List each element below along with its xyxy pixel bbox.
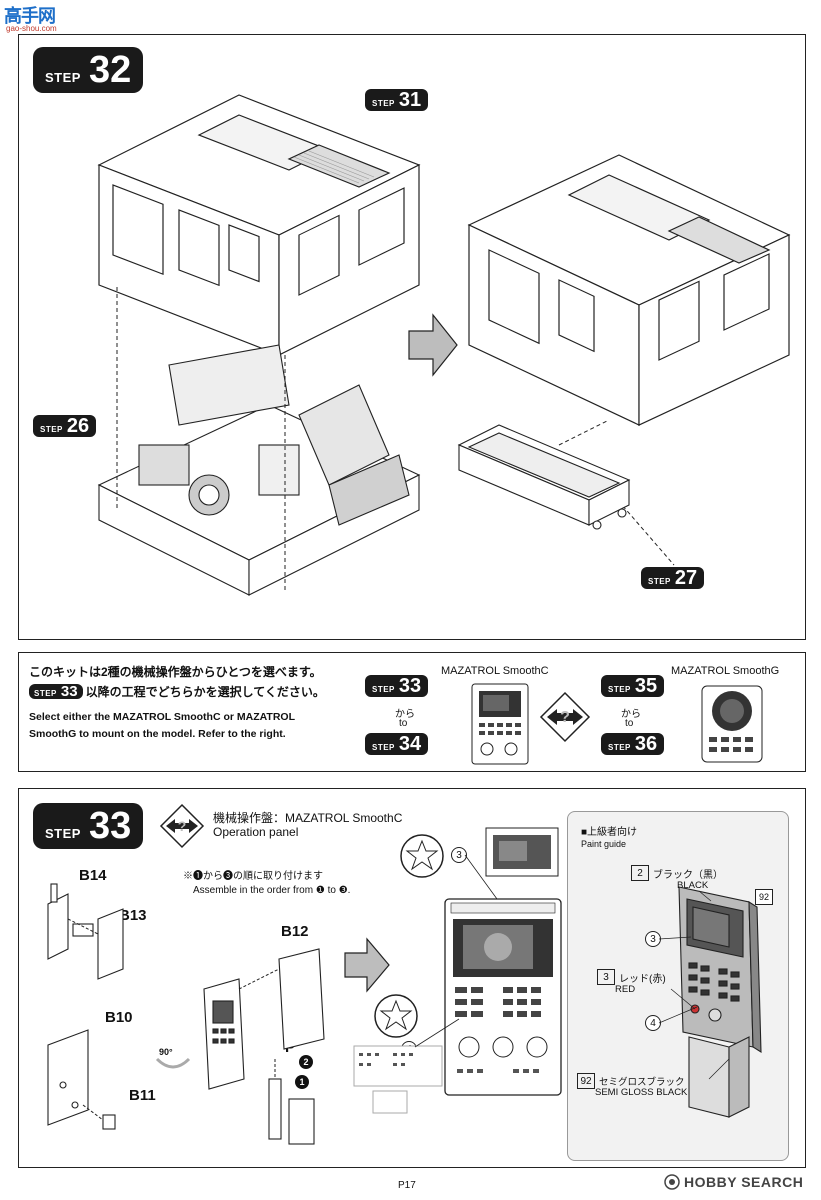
choice-jp-line1: このキットは2種の機械操作盤からひとつを選べます。	[29, 665, 322, 679]
smoothc-panel-large-illustration	[444, 898, 562, 1096]
paint-semigloss-en: SEMI GLOSS BLACK	[595, 1087, 688, 1098]
decal-keys-preview	[353, 1045, 443, 1114]
choice-en-line1: Select either the MAZATROL SmoothC or MA…	[29, 711, 296, 723]
part-b13-label: B13	[119, 907, 147, 924]
paint-ref-3: 3	[645, 931, 661, 947]
decal-screen-preview	[485, 827, 559, 877]
paint-title-jp: ■上級者向け	[581, 827, 638, 838]
part-b10-label: B10	[105, 1009, 133, 1026]
option-c-to: to	[399, 718, 408, 729]
star-marker-bottom-icon	[374, 994, 418, 1038]
svg-text:?: ?	[178, 818, 187, 834]
rotation-arrow-icon	[155, 1057, 191, 1069]
svg-text:?: ?	[560, 709, 570, 726]
leader-lines	[414, 854, 498, 1048]
seq-one-badge: 1	[295, 1075, 309, 1089]
step33-en-title: Operation panel	[213, 825, 299, 839]
watermark-url: gao-shou.com	[6, 24, 57, 33]
page-number: P17	[398, 1180, 416, 1191]
smoothg-panel-icon	[701, 685, 763, 763]
parts-b10-b11-illustration	[47, 1029, 116, 1130]
smoothc-title: MAZATROL SmoothC	[441, 665, 549, 677]
machine-interior-illustration	[97, 344, 421, 596]
watermark-logo: 高手网	[4, 6, 56, 26]
chip-tray-illustration	[457, 424, 631, 530]
order-en: Assemble in the order from ❶ to ❸.	[193, 885, 351, 896]
painted-panel-illustration	[678, 886, 762, 1118]
rotation-label: 90°	[159, 1047, 173, 1057]
star-marker-top-icon	[400, 834, 444, 878]
hobbysearch-logo: HOBBY SEARCH	[664, 1174, 803, 1190]
part-p-sub-badge: 2	[299, 1055, 313, 1069]
paint-black-en: BLACK	[677, 880, 709, 891]
choice-en-line2: SmoothG to mount on the model. Refer to …	[29, 728, 286, 740]
option-g-kara: から	[621, 709, 641, 720]
paint-ref-4: 4	[645, 1015, 661, 1031]
assembled-machine-illustration	[467, 154, 791, 426]
paint-title-en: Paint guide	[581, 839, 627, 849]
choice-diamond-small-icon: ?	[159, 803, 205, 849]
paint-leader-lines	[658, 890, 730, 1080]
order-jp: ※❶から❸の順に取り付けます	[183, 871, 323, 882]
paint-red-en: RED	[615, 984, 636, 995]
next-arrow-icon	[408, 313, 458, 377]
part-b12-label: B12	[281, 923, 309, 940]
smoothc-panel-icon	[471, 683, 529, 765]
smoothg-title: MAZATROL SmoothG	[671, 665, 780, 677]
option-g-to: to	[625, 718, 634, 729]
part-b14-label: B14	[79, 867, 107, 884]
option-c-kara: から	[395, 709, 415, 720]
parts-b13-b14-illustration	[47, 883, 124, 980]
step33-jp-title: 機械操作盤：MAZATROL SmoothC	[213, 811, 403, 825]
next-arrow-small-icon	[344, 937, 390, 993]
machine-housing-illustration	[97, 94, 421, 356]
callout-3: 3	[451, 847, 467, 863]
hobbysearch-logo-icon	[664, 1174, 680, 1190]
choice-diamond-icon: ?	[539, 691, 591, 743]
part-b11-label: B11	[129, 1087, 156, 1104]
parts-b12-assembly-illustration	[203, 948, 325, 1145]
paint-ref-92: 92	[755, 889, 773, 905]
